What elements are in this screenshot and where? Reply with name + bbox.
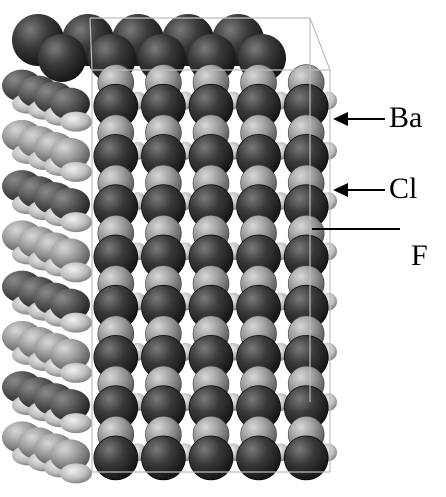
ba-pointer-arrowhead: [333, 112, 348, 126]
ba-atom: [189, 436, 233, 480]
side-f-atom: [60, 112, 92, 132]
side-f-atom: [60, 313, 92, 333]
side-f-atom: [60, 262, 92, 282]
side-f-atom: [60, 162, 92, 182]
ba-atom: [237, 436, 281, 480]
side-f-atom: [60, 212, 92, 232]
ba-atom: [284, 436, 328, 480]
cl-pointer-arrowhead: [333, 183, 348, 197]
side-f-atom: [60, 413, 92, 433]
cl-label: Cl: [389, 174, 417, 204]
ba-label: Ba: [389, 103, 422, 133]
side-f-atom: [60, 463, 92, 483]
side-f-atom: [60, 363, 92, 383]
front-atom-layer: [94, 65, 337, 480]
back-ba-atom: [38, 34, 86, 82]
cell-edge: [310, 18, 330, 70]
ba-atom: [141, 436, 185, 480]
f-label: F: [411, 241, 428, 271]
ba-atom: [94, 436, 138, 480]
side-atom-layer: [2, 70, 92, 484]
